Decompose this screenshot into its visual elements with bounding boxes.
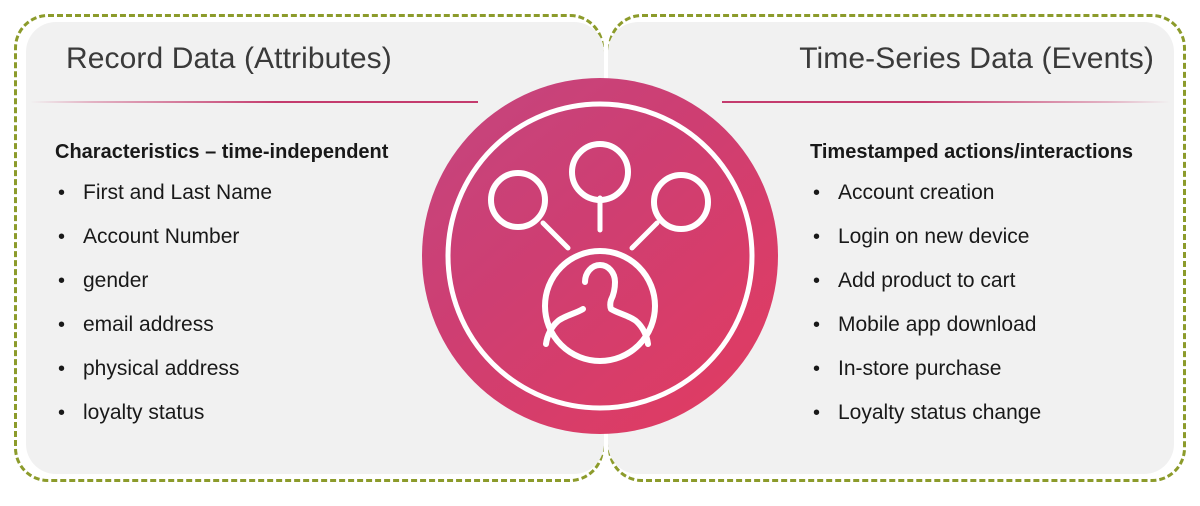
customer-network-icon	[422, 78, 778, 434]
list-item: • physical address	[55, 353, 475, 385]
bullet-icon: •	[58, 314, 66, 336]
list-item-label: Loyalty status change	[838, 401, 1042, 424]
right-panel-divider	[722, 101, 1170, 103]
bullet-icon: •	[58, 226, 66, 248]
list-item-label: Login on new device	[838, 225, 1030, 248]
list-item: • gender	[55, 265, 475, 297]
bullet-icon: •	[58, 402, 66, 424]
left-panel-list: • First and Last Name • Account Number •…	[55, 177, 475, 429]
list-item: • loyalty status	[55, 397, 475, 429]
bullet-icon: •	[58, 270, 66, 292]
list-item-label: Mobile app download	[838, 313, 1037, 336]
list-item-label: First and Last Name	[83, 181, 273, 204]
bullet-icon: •	[813, 314, 821, 336]
list-item-label: loyalty status	[83, 401, 205, 424]
list-item: • Login on new device	[810, 221, 1190, 253]
right-panel-body: Timestamped actions/interactions • Accou…	[810, 141, 1190, 441]
bullet-icon: •	[813, 182, 821, 204]
list-item: • In-store purchase	[810, 353, 1190, 385]
list-item-label: gender	[83, 269, 149, 292]
right-panel-list: • Account creation • Login on new device…	[810, 177, 1190, 429]
bullet-icon: •	[813, 358, 821, 380]
customer-network-badge	[422, 78, 778, 434]
bullet-icon: •	[58, 182, 66, 204]
list-item: • Account creation	[810, 177, 1190, 209]
list-item-label: Add product to cart	[838, 269, 1016, 292]
list-item-label: Account creation	[838, 181, 995, 204]
right-panel-intro: Timestamped actions/interactions	[810, 141, 1134, 163]
bullet-icon: •	[58, 358, 66, 380]
list-item: • Add product to cart	[810, 265, 1190, 297]
bullet-icon: •	[813, 270, 821, 292]
bullet-icon: •	[813, 402, 821, 424]
bullet-icon: •	[813, 226, 821, 248]
list-item: • Account Number	[55, 221, 475, 253]
list-item-label: email address	[83, 313, 214, 336]
list-item-label: In-store purchase	[838, 357, 1002, 380]
list-item: • Mobile app download	[810, 309, 1190, 341]
left-panel-divider	[30, 101, 478, 103]
list-item: • First and Last Name	[55, 177, 475, 209]
left-panel-body: Characteristics – time-independent • Fir…	[55, 141, 475, 441]
left-panel-title: Record Data (Attributes)	[66, 42, 392, 75]
left-panel-intro: Characteristics – time-independent	[55, 141, 389, 163]
right-panel-title: Time-Series Data (Events)	[799, 42, 1154, 75]
list-item-label: physical address	[83, 357, 240, 380]
list-item-label: Account Number	[83, 225, 240, 248]
list-item: • email address	[55, 309, 475, 341]
list-item: • Loyalty status change	[810, 397, 1190, 429]
